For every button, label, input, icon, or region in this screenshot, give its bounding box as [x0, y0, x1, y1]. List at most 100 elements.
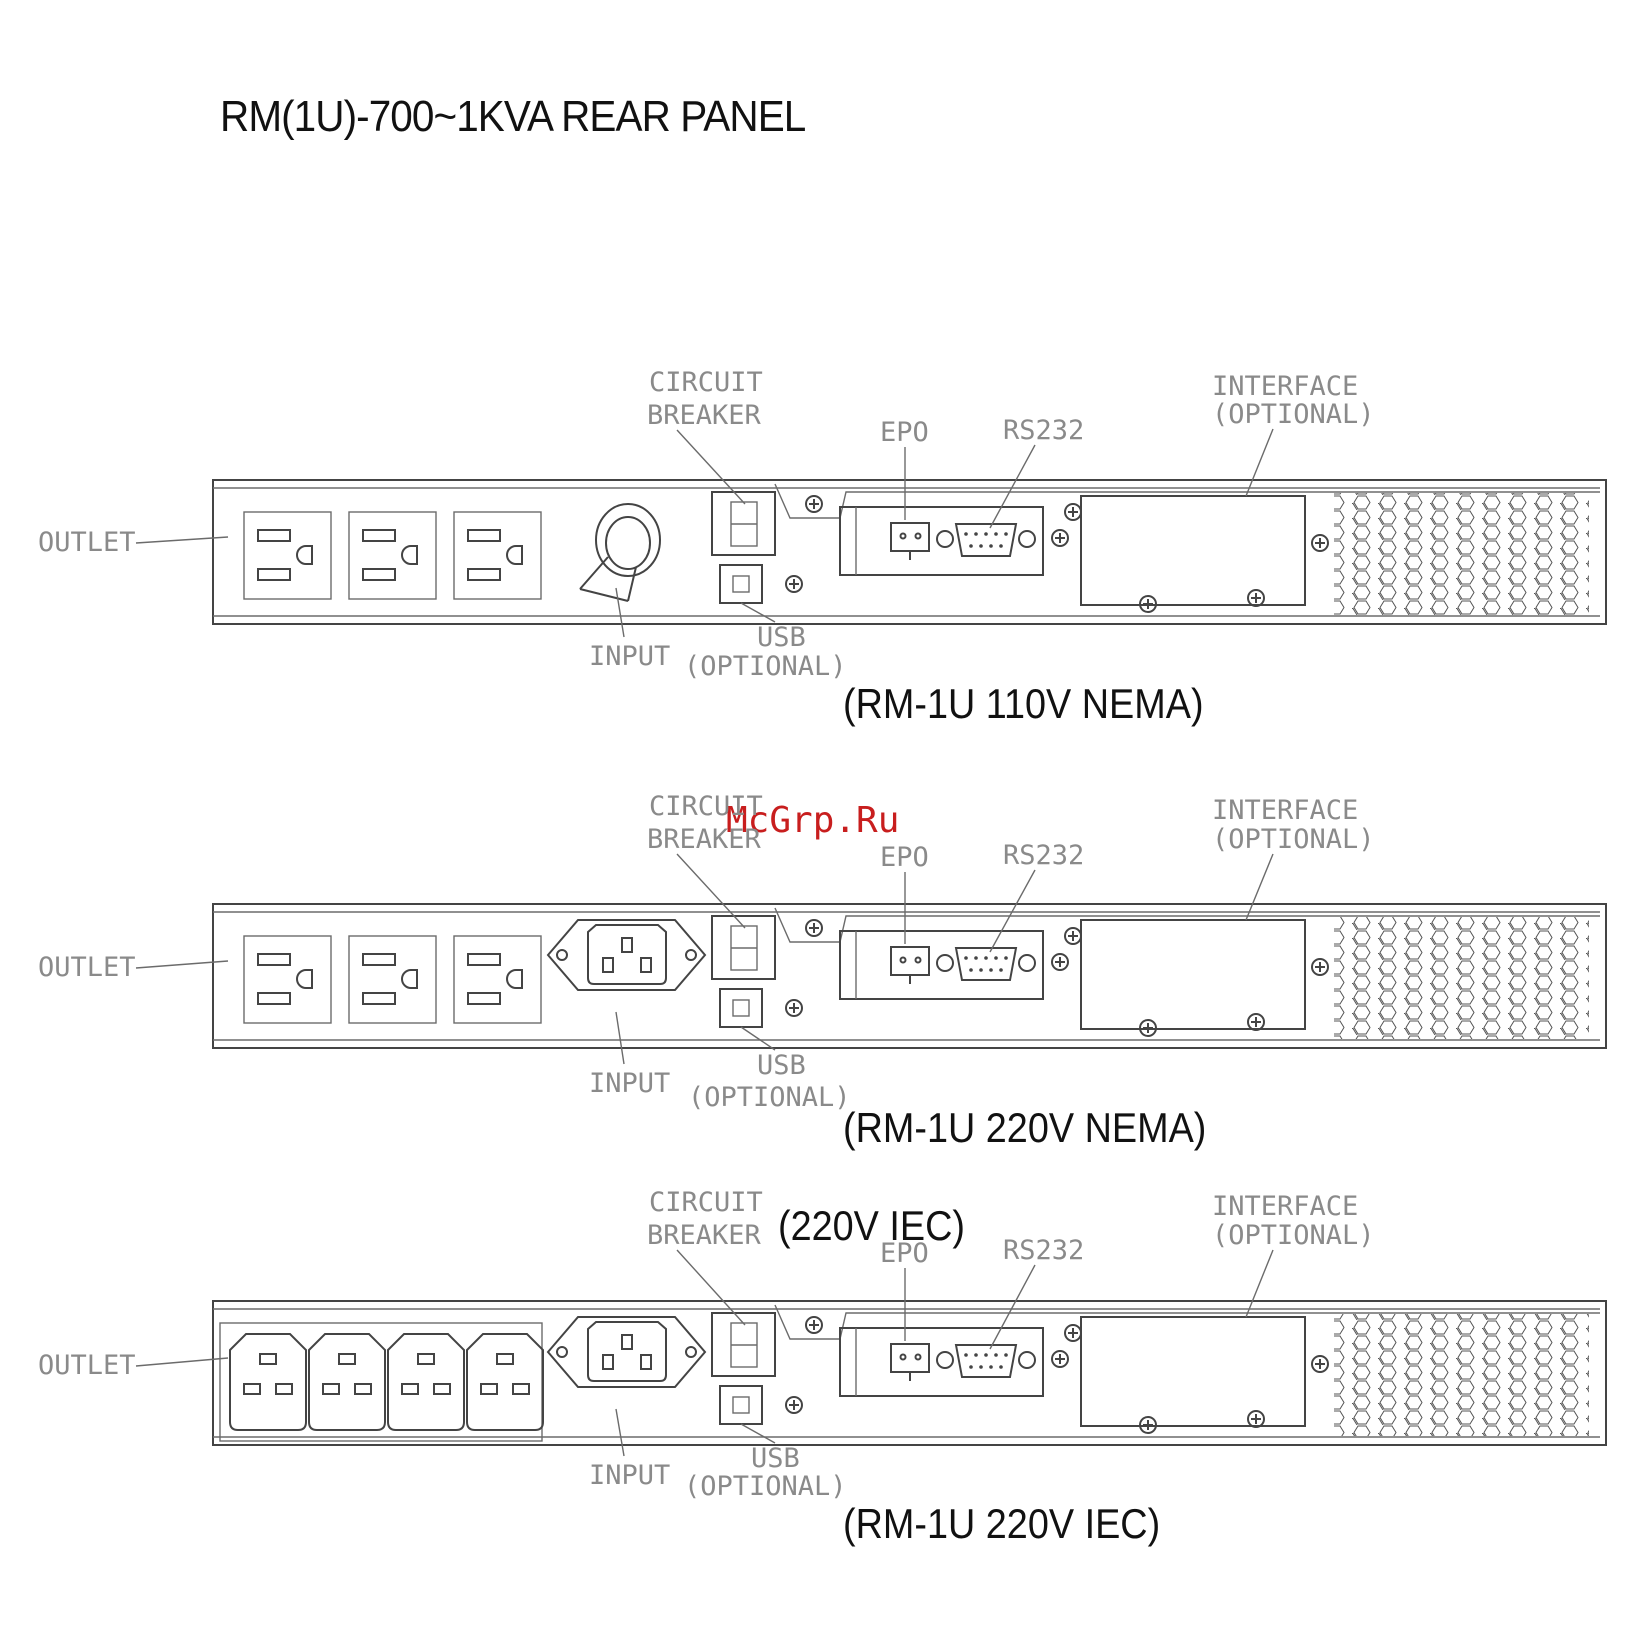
iec-outlet-icon: [229, 1333, 307, 1431]
epo-rs232-box: [839, 1327, 1044, 1397]
usb-port-icon: [719, 1385, 763, 1425]
input-label: INPUT: [589, 641, 670, 672]
iec-inlet-icon: [546, 1316, 707, 1388]
outlet-label: OUTLET: [38, 952, 136, 983]
usb-label: USB: [751, 1443, 800, 1474]
power-cord-icon: [579, 503, 661, 602]
screw-icon: [805, 919, 823, 937]
screw-icon: [1311, 1355, 1329, 1373]
rs232-port-icon: [954, 947, 1018, 981]
rs232-port-icon: [954, 1344, 1018, 1378]
rs232-leader: [989, 1264, 1036, 1350]
interface-leader: [1245, 1249, 1274, 1318]
panel-caption-220v-iec: (RM-1U 220V IEC): [843, 1500, 1161, 1547]
epo-rs232-box: [839, 506, 1044, 576]
outlet-label: OUTLET: [38, 527, 136, 558]
epo-connector-icon: [890, 522, 930, 552]
watermark-text: McGrp.Ru: [726, 800, 900, 841]
screw-icon: [1051, 1350, 1069, 1368]
interface-slot: [1080, 919, 1306, 1030]
interface-leader: [1245, 853, 1274, 921]
interface-leader: [1245, 428, 1274, 497]
nema-outlet-icon: [348, 511, 437, 600]
breaker-leader: [676, 1249, 746, 1326]
vent-grille: [1334, 1314, 1589, 1436]
screw-icon: [1139, 1416, 1157, 1434]
usb-port-icon: [719, 988, 763, 1028]
usb-leader: [740, 1026, 776, 1051]
input-leader: [615, 1408, 625, 1457]
input-leader: [615, 587, 625, 638]
input-label: INPUT: [589, 1460, 670, 1491]
nema-outlet-icon: [453, 935, 542, 1024]
screw-icon: [805, 495, 823, 513]
interface-optional-label: (OPTIONAL): [1212, 1220, 1375, 1251]
interface-slot: [1080, 495, 1306, 606]
outlet-leader: [135, 960, 229, 969]
screw-icon: [805, 1316, 823, 1334]
interface-optional-label: (OPTIONAL): [1212, 399, 1375, 430]
rs232-leader: [989, 444, 1036, 529]
screw-icon: [1247, 589, 1265, 607]
rs232-label: RS232: [1003, 1235, 1084, 1266]
chassis-outline: [212, 1300, 1607, 1446]
chassis-outline: [212, 479, 1607, 625]
vent-grille: [1334, 917, 1589, 1039]
outlet-leader: [135, 536, 229, 544]
epo-label: EPO: [880, 417, 929, 448]
iec-outlet-icon: [466, 1333, 544, 1431]
interface-label: INTERFACE: [1212, 1191, 1358, 1222]
breaker-label: BREAKER: [647, 1220, 762, 1251]
interface-label: INTERFACE: [1212, 371, 1358, 402]
epo-label: EPO: [880, 842, 929, 873]
screw-icon: [1139, 595, 1157, 613]
circuit-breaker-icon: [711, 1312, 776, 1377]
epo-connector-icon: [890, 946, 930, 976]
screw-icon: [785, 1396, 803, 1414]
breaker-leader: [676, 853, 746, 929]
screw-icon: [1064, 927, 1082, 945]
circuit-breaker-icon: [711, 915, 776, 980]
screw-icon: [1311, 958, 1329, 976]
rs232-label: RS232: [1003, 840, 1084, 871]
iec-inlet-icon: [546, 919, 707, 991]
vent-grille: [1334, 493, 1589, 615]
circuit-label: CIRCUIT: [649, 791, 763, 822]
epo-rs232-box: [839, 930, 1044, 1000]
rs232-leader: [989, 869, 1036, 953]
panel-caption-220v-nema: (RM-1U 220V NEMA): [843, 1104, 1207, 1151]
breaker-label: BREAKER: [647, 824, 762, 855]
interface-optional-label: (OPTIONAL): [1212, 824, 1375, 855]
screw-icon: [1247, 1013, 1265, 1031]
usb-leader: [740, 1423, 776, 1444]
rs232-port-icon: [954, 523, 1018, 557]
nema-outlet-icon: [348, 935, 437, 1024]
usb-optional-label: (OPTIONAL): [684, 1471, 847, 1502]
screw-icon: [1139, 1019, 1157, 1037]
screw-icon: [785, 575, 803, 593]
usb-label: USB: [757, 622, 806, 653]
nema-outlet-icon: [243, 511, 332, 600]
usb-port-icon: [719, 564, 763, 604]
breaker-label: BREAKER: [647, 400, 762, 431]
nema-outlet-icon: [453, 511, 542, 600]
screw-icon: [1311, 534, 1329, 552]
chassis-outline: [212, 903, 1607, 1049]
usb-optional-label: (OPTIONAL): [688, 1082, 851, 1113]
panel-caption-110v-nema: (RM-1U 110V NEMA): [843, 680, 1204, 727]
screw-icon: [1247, 1410, 1265, 1428]
screw-icon: [1051, 529, 1069, 547]
rs232-label: RS232: [1003, 415, 1084, 446]
input-leader: [615, 1011, 625, 1065]
epo-label: EPO: [880, 1238, 929, 1269]
usb-label: USB: [757, 1050, 806, 1081]
screw-icon: [1064, 1324, 1082, 1342]
screw-icon: [785, 999, 803, 1017]
iec-outlet-icon: [387, 1333, 465, 1431]
usb-leader: [740, 602, 776, 623]
screw-icon: [1051, 953, 1069, 971]
